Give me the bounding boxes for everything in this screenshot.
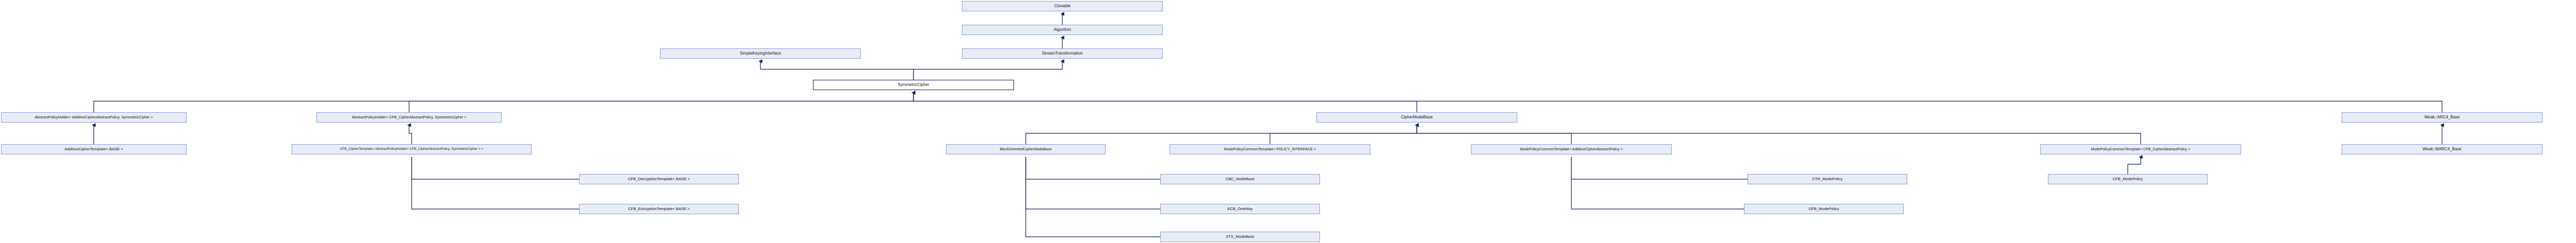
inheritance-edge	[411, 157, 579, 180]
class-node-label: CFB_EncryptionTemplate< BASE >	[628, 206, 690, 212]
inheritance-edge	[1025, 157, 1160, 180]
class-node-label: Clonable	[1054, 3, 1071, 8]
class-node-label: ModePolicyCommonTemplate< AdditiveCipher…	[1520, 147, 1623, 152]
class-node-label: CFB_CipherTemplate< AbstractPolicyHolder…	[340, 147, 484, 151]
class-node-label: CFB_DecryptionTemplate< BASE >	[628, 177, 690, 182]
class-node-label: Weak::ARC4_Base	[2424, 114, 2460, 119]
class-node-ofbmodepolicy[interactable]: OFB_ModePolicy	[1744, 204, 1904, 214]
class-node-weak-marc4base[interactable]: Weak::MARC4_Base	[2342, 144, 2543, 154]
class-node-label: Algorithm	[1054, 27, 1071, 32]
inheritance-edge	[2127, 155, 2143, 174]
inheritance-edge	[1571, 157, 1748, 180]
class-node-streamtransformation[interactable]: StreamTransformation	[962, 48, 1163, 59]
class-node-blockorientedciphermodebase[interactable]: BlockOrientedCipherModeBase	[946, 144, 1106, 154]
class-node-label: SymmetricCipher	[897, 82, 929, 87]
inheritance-edge	[407, 123, 412, 144]
class-node-label: BlockOrientedCipherModeBase	[999, 147, 1052, 152]
class-node-label: OFB_ModePolicy	[1808, 206, 1839, 212]
class-node-aph-additive[interactable]: AbstractPolicyHolder< AdditiveCipherAbst…	[1, 112, 187, 123]
inheritance-edge	[758, 59, 914, 80]
class-node-label: XTS_ModeBase	[1226, 234, 1255, 239]
class-node-algorithm[interactable]: Algorithm	[962, 25, 1163, 35]
inheritance-edge	[1415, 123, 2141, 144]
inheritance-edge	[913, 59, 1064, 80]
inheritance-edge	[411, 157, 579, 210]
inheritance-edge	[1025, 123, 1419, 144]
class-node-label: StreamTransformation	[1042, 50, 1083, 56]
class-node-aph-cfb[interactable]: AbstractPolicyHolder< CFB_CipherAbstract…	[316, 112, 502, 123]
class-node-label: ModePolicyCommonTemplate< POLICY_INTERFA…	[1224, 147, 1316, 152]
class-node-cfbdecryptiontemplate[interactable]: CFB_DecryptionTemplate< BASE >	[579, 174, 739, 184]
class-node-simplekeyinginterface[interactable]: SimpleKeyingInterface	[660, 48, 861, 59]
class-node-ctrmodepolicy[interactable]: CTR_ModePolicy	[1748, 174, 1907, 184]
class-node-label: AdditiveCipherTemplate< BASE >	[64, 147, 123, 152]
class-node-weak-arc4base[interactable]: Weak::ARC4_Base	[2342, 112, 2543, 123]
inheritance-edge	[911, 91, 2443, 112]
class-node-mpct-additive[interactable]: ModePolicyCommonTemplate< AdditiveCipher…	[1471, 144, 1672, 154]
class-node-cfbmodepolicy[interactable]: CFB_ModePolicy	[2048, 174, 2208, 184]
class-node-label: ECB_OneWay	[1227, 206, 1253, 212]
class-node-label: CFB_ModePolicy	[2112, 177, 2143, 182]
class-node-label: CipherModeBase	[1401, 114, 1433, 119]
class-node-ciphermodebase[interactable]: CipherModeBase	[1316, 112, 1517, 123]
inheritance-edge	[409, 91, 916, 112]
inheritance-edge	[1025, 157, 1160, 237]
inheritance-edge	[911, 91, 1417, 112]
class-node-label: CTR_ModePolicy	[1812, 177, 1843, 182]
class-node-label: CBC_ModeBase	[1225, 177, 1255, 182]
class-node-cfbciphertemplate[interactable]: CFB_CipherTemplate< AbstractPolicyHolder…	[292, 144, 532, 154]
inheritance-edge	[1025, 157, 1160, 210]
class-node-label: SimpleKeyingInterface	[739, 50, 782, 56]
class-node-cbcmodebase[interactable]: CBC_ModeBase	[1160, 174, 1320, 184]
inheritance-edge	[1415, 123, 1572, 144]
inheritance-edge	[1269, 123, 1419, 144]
class-node-label: ModePolicyCommonTemplate< CFB_CipherAbst…	[2091, 147, 2191, 152]
class-node-clonable[interactable]: Clonable	[962, 1, 1163, 11]
class-node-symmetriccipher[interactable]: SymmetricCipher	[813, 80, 1014, 90]
class-node-label: AbstractPolicyHolder< AdditiveCipherAbst…	[35, 115, 153, 120]
class-node-label: AbstractPolicyHolder< CFB_CipherAbstract…	[351, 115, 467, 120]
class-node-xtsmodebase[interactable]: XTS_ModeBase	[1160, 232, 1320, 242]
inheritance-edge	[93, 91, 916, 112]
class-node-ecboneway[interactable]: ECB_OneWay	[1160, 204, 1320, 214]
class-node-mpct-cfb[interactable]: ModePolicyCommonTemplate< CFB_CipherAbst…	[2040, 144, 2241, 154]
class-node-mpct-policyinterface[interactable]: ModePolicyCommonTemplate< POLICY_INTERFA…	[1170, 144, 1370, 154]
class-node-label: Weak::MARC4_Base	[2422, 146, 2462, 151]
inheritance-edge	[1571, 157, 1744, 210]
class-node-cfbencryptiontemplate[interactable]: CFB_EncryptionTemplate< BASE >	[579, 204, 739, 214]
class-node-additiveciphertemplate[interactable]: AdditiveCipherTemplate< BASE >	[1, 144, 187, 154]
